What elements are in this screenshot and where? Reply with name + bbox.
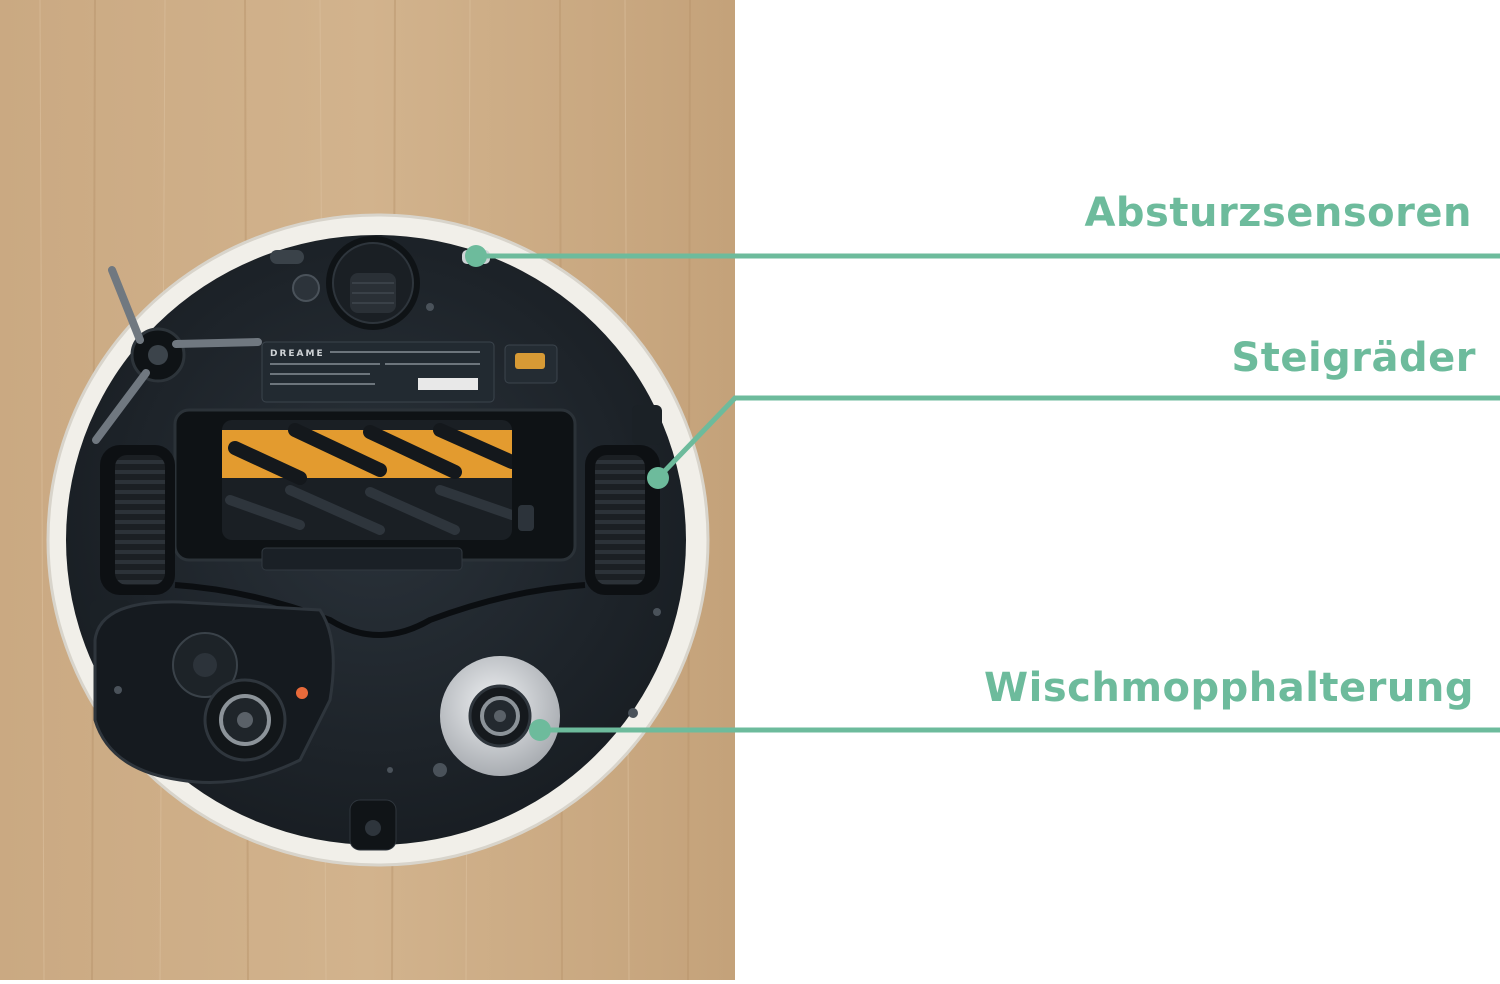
screws <box>114 303 661 777</box>
status-led <box>296 687 308 699</box>
main-brush-roller <box>222 420 512 540</box>
leader-climbing-wheels <box>656 395 1500 480</box>
right-drive-wheel <box>585 445 660 595</box>
caster-wheel <box>326 236 420 330</box>
label-mop-holder: Wischmopphalterung <box>984 665 1474 711</box>
brand-logo: DREAME <box>270 349 325 359</box>
side-brush <box>92 266 262 444</box>
sensor-port <box>292 274 320 302</box>
leader-cliff-sensors-dot <box>465 245 487 267</box>
base-divider <box>174 582 586 638</box>
label-climbing-wheels: Steigräder <box>1231 335 1476 381</box>
right-wheel-arm <box>632 405 662 445</box>
charging-contact-left <box>270 250 304 264</box>
leader-mop-holder-dot <box>529 719 551 741</box>
left-mop-mount <box>203 678 287 762</box>
brush-guard-bottom <box>261 547 463 571</box>
brush-latch <box>518 505 534 531</box>
label-cliff-sensors: Absturzsensoren <box>1084 190 1472 236</box>
label-sticker: DREAME <box>261 341 495 403</box>
leader-climbing-wheels-dot <box>647 467 669 489</box>
callout-lines <box>465 245 1500 741</box>
right-mop-mount <box>440 656 560 776</box>
rear-pivot <box>349 799 397 851</box>
left-drive-wheel <box>100 445 175 595</box>
